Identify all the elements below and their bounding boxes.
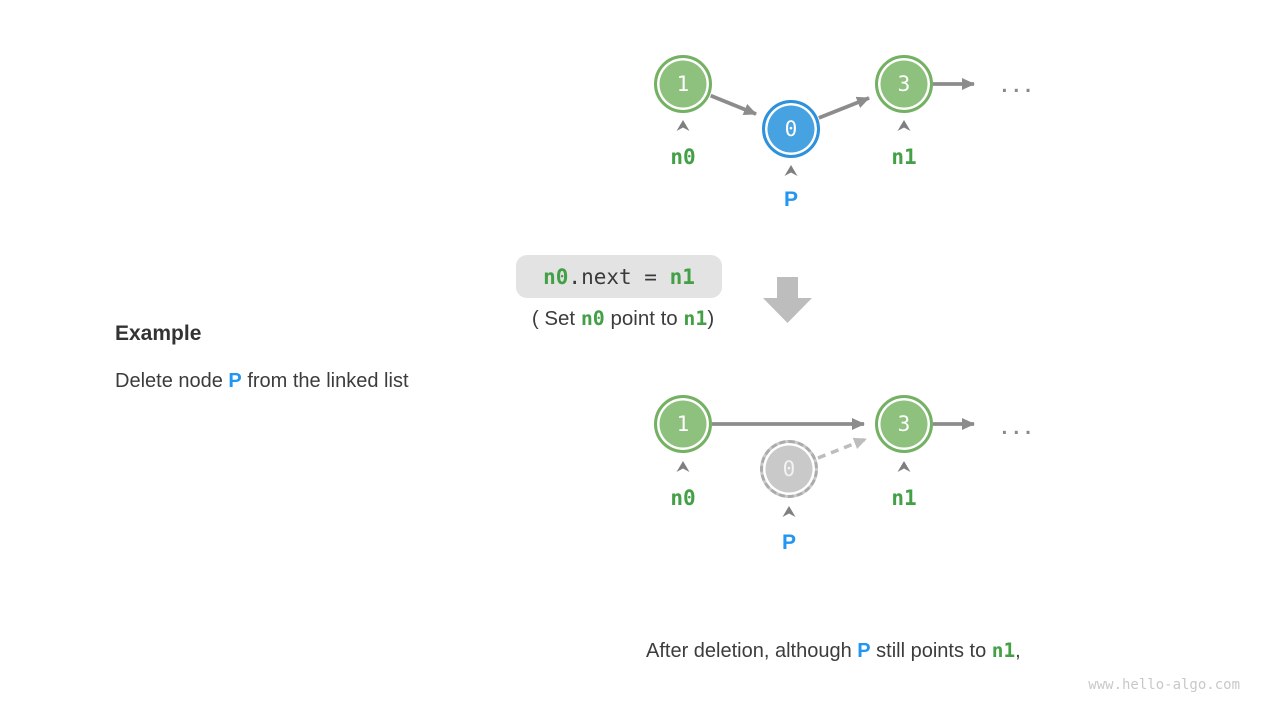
caret-up-icon [897, 120, 911, 131]
label-p-top: P [783, 188, 798, 211]
ellipsis-bottom: ... [999, 418, 1035, 439]
caret-up-icon [676, 120, 690, 131]
down-arrow-icon [763, 277, 812, 323]
node-0-top: 0 [762, 100, 820, 158]
caret-up-icon [897, 461, 911, 472]
node-0-bottom-deleted: 0 [760, 440, 818, 498]
arrow-node0-to-node3 [818, 96, 870, 120]
watermark: www.hello-algo.com [1088, 677, 1240, 693]
label-n1-top: n1 [891, 145, 917, 169]
caret-up-icon [676, 461, 690, 472]
label-n0-bottom: n0 [670, 486, 696, 510]
node-1-bottom: 1 [654, 395, 712, 453]
node-3-bottom: 3 [875, 395, 933, 453]
ellipsis-top: ... [999, 76, 1035, 97]
node-1-top: 1 [654, 55, 712, 113]
example-description: Delete node P from the linked list [115, 370, 409, 392]
caret-up-icon [784, 165, 798, 176]
explanation-line-1: After deletion, although P still points … [646, 638, 1021, 662]
label-p-bottom: P [781, 531, 796, 554]
explanation-text: After deletion, although P still points … [646, 579, 1117, 720]
arrow-dashed-p-to-node3 [817, 437, 867, 460]
example-heading: Example [115, 322, 202, 345]
caret-up-icon [782, 506, 796, 517]
label-n1-bottom: n1 [891, 486, 917, 510]
code-caption: ( Set n0 point to n1) [531, 307, 715, 330]
arrow-node1-to-node0 [709, 93, 757, 116]
label-n0-top: n0 [670, 145, 696, 169]
code-snippet: n0.next = n1 [516, 255, 722, 298]
node-3-top: 3 [875, 55, 933, 113]
